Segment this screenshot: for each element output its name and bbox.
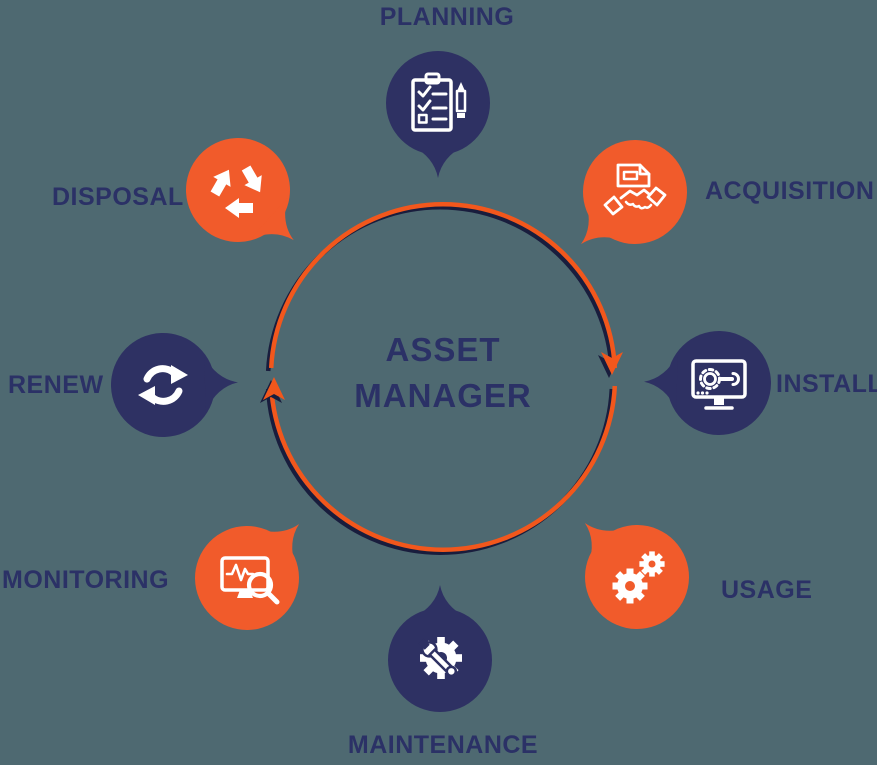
stage-label-disposal: DISPOSAL: [52, 183, 184, 211]
planning-bubble: [386, 51, 490, 178]
refresh-icon: [138, 365, 188, 405]
stage-label-monitoring: MONITORING: [2, 566, 170, 594]
usage-bubble: [584, 523, 689, 629]
stage-label-maintenance: MAINTENANCE: [347, 731, 539, 759]
handshake-document-icon: [603, 163, 667, 216]
renew-bubble: [111, 333, 238, 437]
diagram-title-line1: ASSET: [385, 331, 501, 368]
clipboard-checklist-icon: [411, 72, 467, 132]
recycle-icon: [210, 165, 262, 218]
stage-label-renew: RENEW: [8, 371, 104, 399]
stage-label-install: INSTALL: [776, 370, 877, 398]
acquisition-bubble: [581, 140, 687, 245]
install-bubble: [644, 331, 771, 435]
disposal-bubble: [186, 138, 294, 242]
stage-label-usage: USAGE: [721, 576, 813, 604]
diagram-title-line2: MANAGER: [354, 377, 532, 414]
monitor-pulse-magnifier-icon: [220, 556, 280, 605]
monitor-gear-wrench-icon: [691, 359, 747, 410]
maintenance-bubble: [388, 585, 492, 712]
cycle-arrow-left-icon: [260, 377, 285, 403]
cycle-arrow-right-icon: [598, 352, 623, 378]
diagram-title: ASSET MANAGER: [354, 327, 532, 419]
monitoring-bubble: [195, 524, 300, 630]
cycle-ring: [260, 202, 623, 555]
stage-label-acquisition: ACQUISITION: [705, 177, 875, 205]
stage-label-planning: PLANNING: [379, 3, 515, 31]
